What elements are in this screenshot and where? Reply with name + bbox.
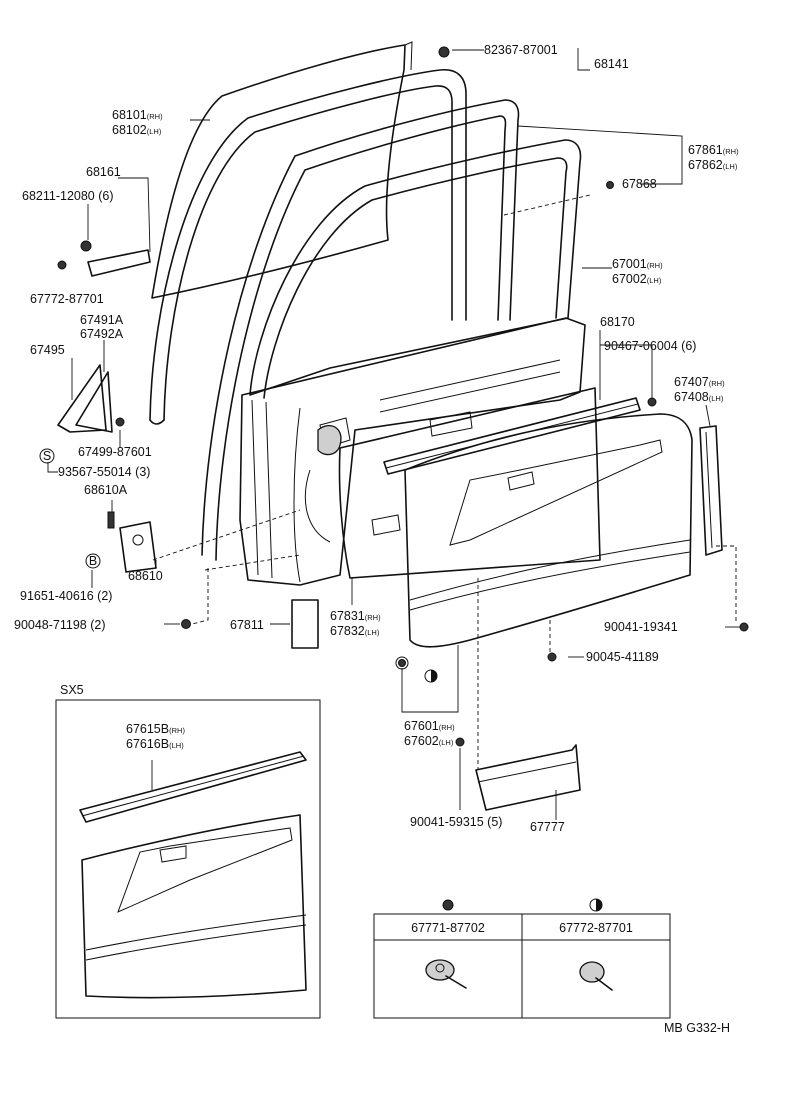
label-67492a: 67492A bbox=[80, 327, 124, 341]
marker-circles: S B bbox=[39, 448, 438, 683]
inner-trim-panel bbox=[338, 387, 601, 579]
label-67777: 67777 bbox=[530, 820, 565, 834]
door-pocket bbox=[475, 744, 581, 811]
label-68170: 68170 bbox=[600, 315, 635, 329]
label-67868: 67868 bbox=[622, 177, 657, 191]
label-67772-a: 67772-87701 bbox=[30, 292, 104, 306]
inset-belt-moulding bbox=[79, 751, 307, 823]
legend-col2: 67772-87701 bbox=[559, 921, 633, 935]
glass-run-weatherstrip bbox=[149, 69, 467, 425]
door-shell bbox=[239, 139, 586, 586]
inset-trim-board bbox=[81, 814, 307, 999]
label-90041-b: 90041-59315 (5) bbox=[410, 815, 502, 829]
marker-b: B bbox=[89, 554, 97, 568]
assembly-lines bbox=[152, 194, 737, 770]
clip-67772-icon bbox=[579, 961, 613, 991]
label-68161: 68161 bbox=[86, 165, 121, 179]
leader-lines bbox=[47, 48, 740, 820]
label-67861: 67861(RH) bbox=[688, 143, 739, 157]
label-67407: 67407(RH) bbox=[674, 375, 725, 389]
service-hole-cover bbox=[291, 599, 319, 649]
label-68610a: 68610A bbox=[84, 483, 128, 497]
marker-s: S bbox=[43, 449, 51, 463]
label-67615b: 67615B(RH) bbox=[126, 722, 185, 736]
label-67491a: 67491A bbox=[80, 313, 124, 327]
label-68211: 68211-12080 (6) bbox=[22, 189, 114, 203]
label-90041-a: 90041-19341 bbox=[604, 620, 678, 634]
legend-col1: 67771-87702 bbox=[411, 921, 485, 935]
clip-67771-icon bbox=[425, 959, 467, 989]
inset-label: SX5 bbox=[60, 683, 84, 697]
label-67601: 67601(RH) bbox=[404, 719, 455, 733]
label-68141: 68141 bbox=[594, 57, 629, 71]
label-68610: 68610 bbox=[128, 569, 163, 583]
door-glass bbox=[151, 41, 413, 299]
label-67616b: 67616B(LH) bbox=[126, 737, 184, 751]
label-67811: 67811 bbox=[230, 618, 264, 632]
label-82367: 82367-87001 bbox=[484, 43, 558, 57]
label-67001: 67001(RH) bbox=[612, 257, 663, 271]
label-68101: 68101(RH) bbox=[112, 108, 163, 122]
label-67831: 67831(RH) bbox=[330, 609, 381, 623]
label-67862: 67862(LH) bbox=[688, 158, 738, 172]
diagram-code: MB G332-H bbox=[664, 1021, 730, 1035]
door-trim-board bbox=[404, 413, 693, 648]
clip-legend-table: 67771-87702 67772-87701 bbox=[373, 898, 671, 1019]
label-67495: 67495 bbox=[30, 343, 65, 357]
label-93567: 93567-55014 (3) bbox=[58, 465, 150, 479]
door-hinge bbox=[119, 521, 157, 573]
door-corner-piece bbox=[57, 364, 113, 433]
label-90467: 90467-06004 (6) bbox=[604, 339, 696, 353]
label-90048: 90048-71198 (2) bbox=[14, 618, 106, 632]
window-regulator-handle bbox=[699, 425, 723, 556]
label-67002: 67002(LH) bbox=[612, 272, 662, 286]
fastener-icons bbox=[57, 46, 749, 747]
channel-bracket bbox=[87, 249, 151, 277]
door-weatherstrip bbox=[201, 99, 520, 561]
label-67499: 67499-87601 bbox=[78, 445, 152, 459]
sx5-inset: SX5 67615B(RH) 67616B(LH) bbox=[55, 683, 321, 1019]
label-91651: 91651-40616 (2) bbox=[20, 589, 112, 603]
label-67832: 67832(LH) bbox=[330, 624, 380, 638]
label-68102: 68102(LH) bbox=[112, 123, 162, 137]
label-67602: 67602(LH) bbox=[404, 734, 454, 748]
callout-labels: 68101(RH) 68102(LH) 82367-87001 68141 68… bbox=[14, 43, 739, 834]
label-67408: 67408(LH) bbox=[674, 390, 724, 404]
label-90045: 90045-41189 bbox=[586, 650, 659, 664]
